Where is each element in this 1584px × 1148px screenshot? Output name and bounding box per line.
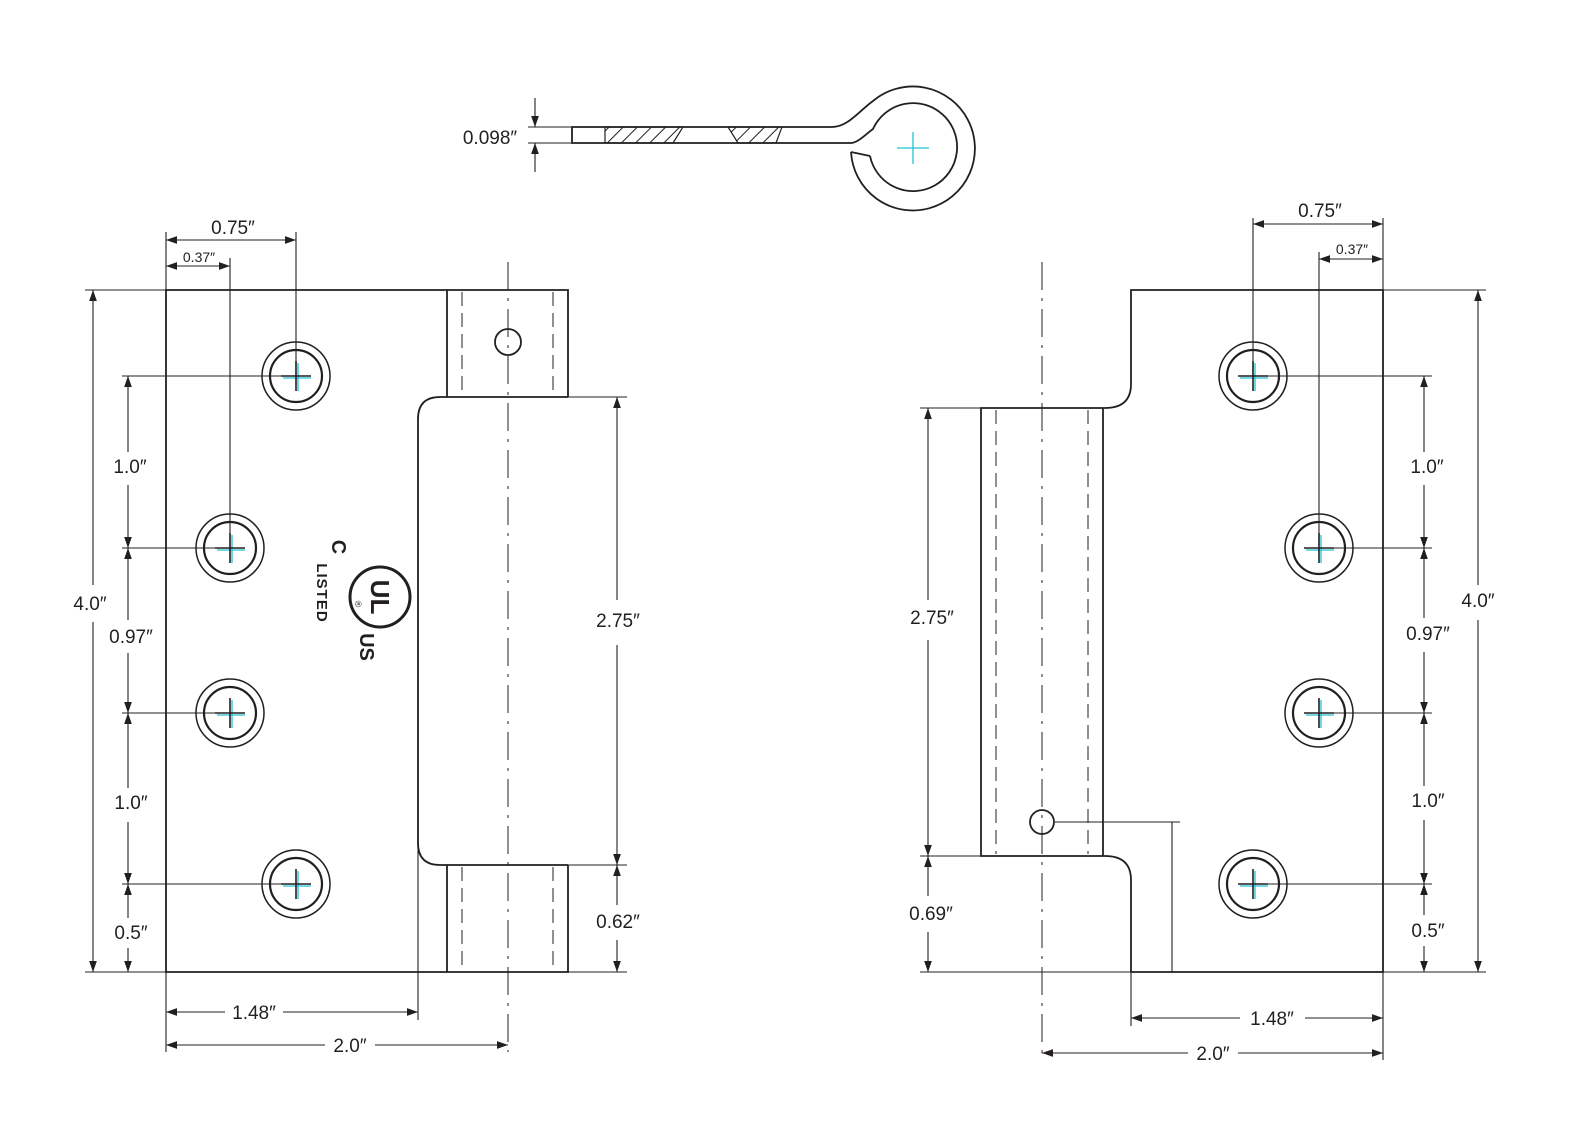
section-view: 0.098″ [463, 85, 976, 212]
ul-listed-mark: UL C US LISTED ® [313, 540, 412, 661]
countersink-inner-ring [268, 856, 324, 912]
countersink-inner-ring [1291, 520, 1347, 576]
ul-c-letter: C [327, 540, 349, 554]
right-screw-hole-4 [1218, 849, 1288, 919]
countersink-inner-ring [202, 520, 258, 576]
right-overall-width-label: 2.0″ [1196, 1044, 1229, 1065]
countersink-outer-ring [195, 513, 265, 583]
knuckle-end-face [850, 151, 871, 157]
right-hinge-view: 4.0″ 1.0″ 0.97″ 1.0″ 0.5″ 2.75″ 0.69″ 0.… [909, 201, 1495, 1065]
hatch-area-left [604, 126, 685, 144]
left-barrel-panel [417, 396, 568, 866]
right-bottom-edge-label: 0.5″ [1411, 921, 1444, 942]
left-screw-hole-1 [261, 341, 331, 411]
right-offset-inner-label: 0.37″ [1336, 241, 1368, 257]
left-hinge-view: UL C US LISTED ® 4.0″ 1.0″ 0.97″ 1.0″ 0.… [73, 218, 640, 1057]
countersink-outer-ring [261, 341, 331, 411]
left-spacing-bottom-label: 1.0″ [114, 793, 147, 814]
ul-us-letters: US [355, 633, 377, 661]
left-offset-outer-label: 0.75″ [211, 218, 255, 239]
countersink-outer-ring [1218, 849, 1288, 919]
left-barrel-offset-label: 0.62″ [596, 912, 640, 933]
left-screw-hole-3 [195, 678, 265, 748]
left-height-label: 4.0″ [73, 594, 106, 615]
leaf-plate-section [571, 126, 852, 144]
right-leaf-width-label: 1.48″ [1250, 1009, 1294, 1030]
right-spacing-middle-label: 0.97″ [1406, 624, 1450, 645]
countersink-inner-ring [202, 685, 258, 741]
left-screw-hole-4 [261, 849, 331, 919]
ul-ring [348, 565, 412, 629]
thickness-label: 0.098″ [463, 128, 518, 149]
left-spacing-top-label: 1.0″ [113, 457, 146, 478]
ul-listed-text: LISTED [313, 563, 330, 622]
countersink-outer-ring [195, 678, 265, 748]
right-spacing-bottom-label: 1.0″ [1411, 791, 1444, 812]
right-offset-outer-label: 0.75″ [1298, 201, 1342, 222]
hatch-area-right [726, 126, 783, 144]
right-barrel-offset-label: 0.69″ [909, 904, 953, 925]
knuckle-outer-curl [831, 85, 976, 212]
countersink-inner-ring [268, 348, 324, 404]
right-barrel-length-label: 2.75″ [910, 608, 954, 629]
left-overall-width-label: 2.0″ [333, 1036, 366, 1057]
countersink-outer-ring [261, 849, 331, 919]
left-screw-hole-2 [195, 513, 265, 583]
countersink-outer-ring [1284, 513, 1354, 583]
countersink-inner-ring [1291, 685, 1347, 741]
knuckle-inner-curl [851, 102, 958, 193]
left-bottom-edge-label: 0.5″ [114, 923, 147, 944]
left-leaf-width-label: 1.48″ [232, 1003, 276, 1024]
right-leaf-outline [980, 289, 1384, 973]
right-spacing-top-label: 1.0″ [1410, 457, 1443, 478]
right-screw-hole-1 [1218, 341, 1288, 411]
left-spacing-middle-label: 0.97″ [109, 627, 153, 648]
ul-letters: UL [365, 580, 395, 615]
countersink-outer-ring [1284, 678, 1354, 748]
right-screw-hole-2 [1284, 513, 1354, 583]
right-screw-hole-3 [1284, 678, 1354, 748]
left-offset-inner-label: 0.37″ [183, 249, 215, 265]
left-barrel-length-label: 2.75″ [596, 611, 640, 632]
ul-registered-symbol: ® [353, 601, 363, 608]
countersink-inner-ring [1225, 856, 1281, 912]
right-height-label: 4.0″ [1461, 591, 1494, 612]
left-leaf-outline [165, 289, 569, 973]
countersink-inner-ring [1225, 348, 1281, 404]
countersink-outer-ring [1218, 341, 1288, 411]
